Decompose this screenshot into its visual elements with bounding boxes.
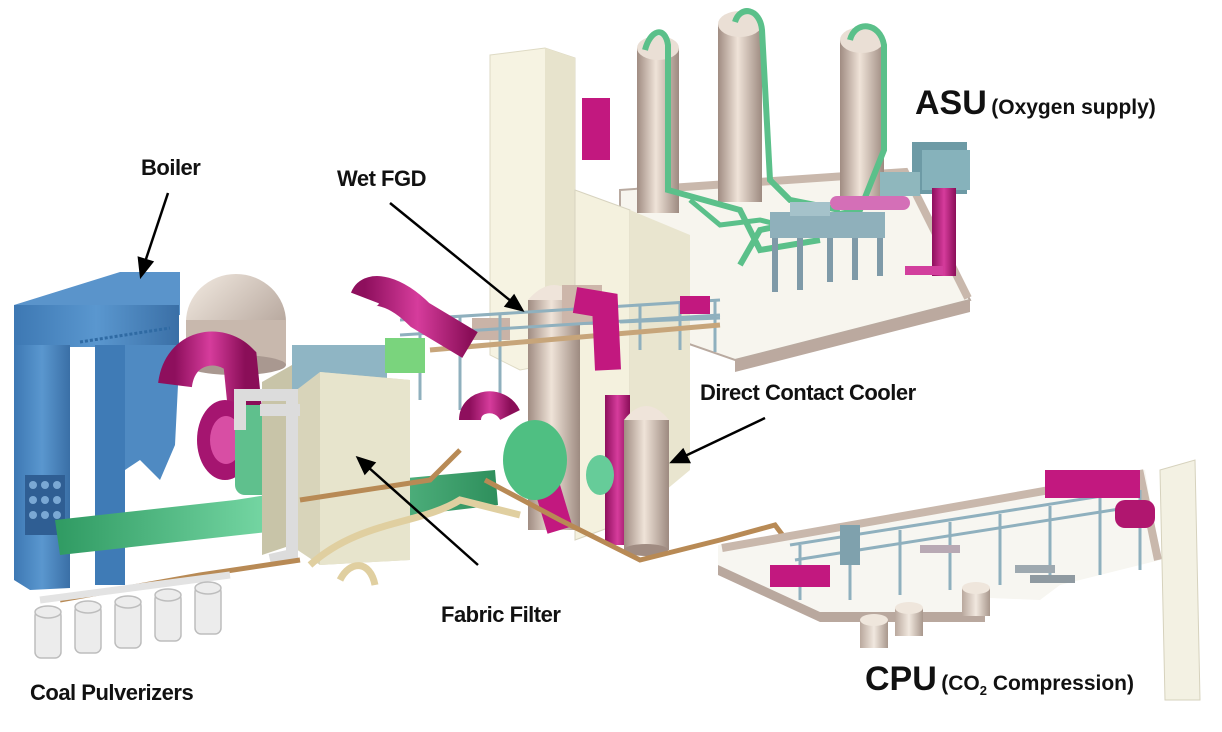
cpu-subtitle: (CO2 Compression): [941, 672, 1135, 699]
coal-pulverizers-label: Coal Pulverizers: [30, 680, 194, 705]
cpu-unit: [718, 459, 1201, 701]
direct-contact-cooler: [624, 406, 669, 556]
boiler: [14, 272, 180, 590]
gas-recirculation-duct: [234, 389, 300, 566]
coal-pulverizers: [34, 571, 231, 659]
cpu-subtitle-pre: (CO: [941, 672, 980, 695]
callout-arrows: [137, 192, 766, 566]
asu-title: ASU: [915, 84, 987, 122]
aux-piping: [307, 496, 521, 586]
cpu-subtitle-sub: 2: [979, 683, 987, 699]
boiler-label: Boiler: [141, 155, 201, 180]
flue-duct-magenta: [351, 276, 710, 371]
wet-fgd-label: Wet FGD: [337, 166, 426, 191]
cpu-subtitle-post: Compression): [986, 672, 1135, 695]
asu-label: ASU (Oxygen supply): [915, 84, 1156, 123]
direct-contact-cooler-label: Direct Contact Cooler: [700, 380, 916, 405]
asu-subtitle: (Oxygen supply): [991, 96, 1156, 119]
cpu-title: CPU: [865, 660, 937, 698]
fabric-filter-label: Fabric Filter: [441, 602, 561, 627]
cpu-label: CPU (CO2 Compression): [865, 660, 1134, 699]
